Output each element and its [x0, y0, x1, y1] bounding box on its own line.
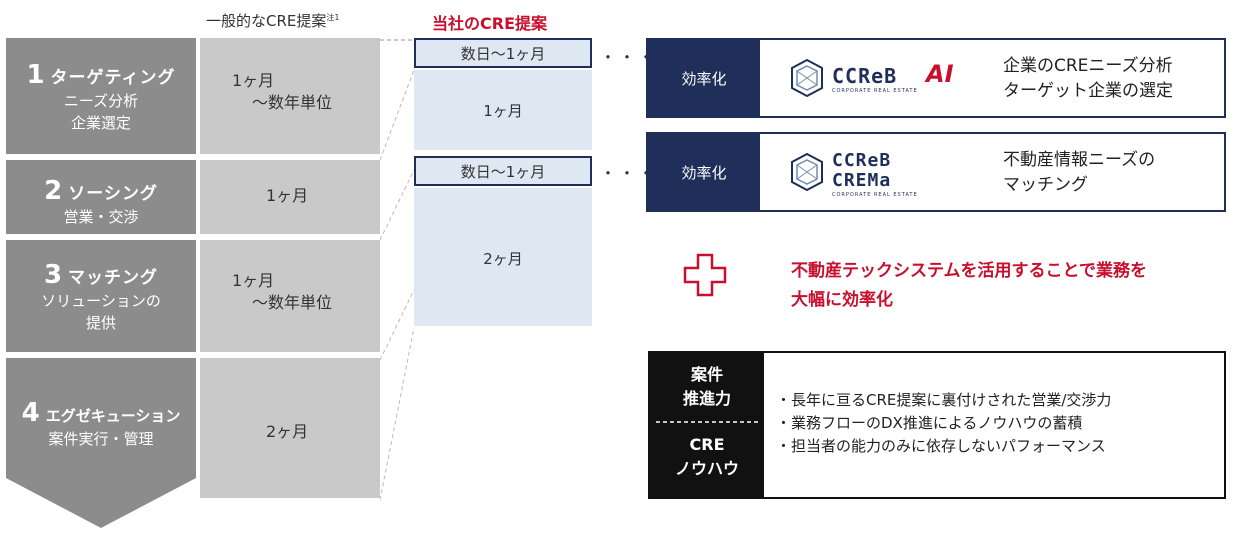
- typical-header: 一般的なCRE提案注1: [206, 10, 339, 31]
- dots-1: ・・・: [600, 48, 658, 67]
- strength-top: 案件 推進力: [650, 353, 764, 411]
- efficiency-statement: 不動産テックシステムを活用することで業務を 大幅に効率化: [791, 257, 1147, 315]
- logo-text: CCReB: [832, 150, 892, 171]
- logo-tagline: CORPORATE REAL ESTATE: [832, 192, 918, 198]
- strength-label-line: 推進力: [682, 389, 731, 408]
- efficiency-line: 大幅に効率化: [791, 290, 893, 310]
- logo-tagline: CORPORATE REAL ESTATE: [832, 88, 918, 94]
- step-sub: 提供: [85, 314, 116, 332]
- panel-desc-line: マッチング: [1003, 175, 1088, 195]
- step-execution: 4 エグゼキューション 案件実行・管理: [6, 358, 196, 478]
- panel-ccreb-crema: 効率化 CCReB CREMa CORPORATE REAL ESTATE 不動…: [646, 132, 1226, 212]
- ours-duration: 2ヶ月: [483, 250, 523, 268]
- typical-duration: 2ヶ月: [266, 422, 309, 441]
- step-sourcing: 2 ソーシング 営業・交渉: [6, 160, 196, 234]
- dots-2: ・・・: [600, 164, 658, 183]
- typical-box-1: 1ヶ月 ～数年単位: [200, 38, 380, 154]
- strength-item: ・長年に亘るCRE提案に裏付けされた営業/交渉力: [776, 391, 1112, 409]
- typical-duration: ～数年単位: [252, 293, 333, 312]
- typical-duration: 1ヶ月: [232, 71, 275, 90]
- step-sub: 営業・交渉: [63, 208, 139, 226]
- typical-box-4: 2ヶ月: [200, 358, 380, 498]
- typical-box-2: 1ヶ月: [200, 160, 380, 234]
- ours-box-2-outlined: 数日～1ヶ月: [414, 156, 592, 186]
- strength-label-line: CRE: [689, 435, 725, 454]
- step-number: 3: [43, 260, 63, 290]
- panel-desc-line: ターゲット企業の選定: [1003, 81, 1173, 101]
- cube-logo-icon: [791, 152, 823, 192]
- ours-box-2-fill: 2ヶ月: [414, 188, 592, 326]
- panel-description: 不動産情報ニーズの マッチング: [1003, 148, 1155, 198]
- step-targeting: 1 ターゲティング ニーズ分析 企業選定: [6, 38, 196, 154]
- typical-header-label: 一般的なCRE提案: [206, 12, 327, 30]
- step-sub: ニーズ分析: [63, 92, 139, 110]
- strengths-list: ・長年に亘るCRE提案に裏付けされた営業/交渉力 ・業務フローのDX推進によるノ…: [776, 389, 1111, 458]
- strength-divider: [656, 421, 758, 423]
- panel-desc-line: 不動産情報ニーズの: [1003, 150, 1156, 170]
- strength-item: ・業務フローのDX推進によるノウハウの蓄積: [776, 414, 1083, 432]
- step-number: 2: [44, 176, 63, 206]
- efficiency-line: 不動産テックシステムを活用することで業務を: [791, 261, 1147, 281]
- cube-logo-icon: [791, 58, 823, 98]
- step-name: エグゼキューション: [45, 407, 181, 425]
- step-name: ターゲティング: [50, 68, 176, 88]
- strengths-box: 案件 推進力 CRE ノウハウ ・長年に亘るCRE提案に裏付けされた営業/交渉力…: [648, 351, 1226, 499]
- step-sub: 案件実行・管理: [48, 430, 154, 448]
- panel-desc-line: 企業のCREニーズ分析: [1003, 56, 1173, 76]
- step-number: 4: [21, 398, 40, 428]
- logo-text: CCReB: [832, 64, 898, 88]
- plus-icon: [683, 253, 727, 297]
- typical-duration: 1ヶ月: [266, 186, 309, 205]
- step-number: 1: [26, 60, 45, 90]
- panel-tag: 効率化: [648, 40, 760, 116]
- logo-text: CREMa: [832, 170, 892, 191]
- panel-ccreb-ai: 効率化 CCReB AI CORPORATE REAL ESTATE 企業のCR…: [646, 38, 1226, 118]
- ours-header: 当社のCRE提案: [432, 14, 547, 33]
- logo-ai: AI: [926, 60, 954, 88]
- ccreb-ai-logo: CCReB AI CORPORATE REAL ESTATE: [790, 54, 980, 104]
- panel-tag: 効率化: [648, 134, 760, 210]
- process-arrow-tip: [6, 478, 196, 528]
- panel-description: 企業のCREニーズ分析 ターゲット企業の選定: [1003, 54, 1173, 104]
- step-sub: 企業選定: [70, 114, 131, 132]
- ccreb-crema-logo: CCReB CREMa CORPORATE REAL ESTATE: [790, 146, 980, 200]
- ours-box-1-fill: 1ヶ月: [414, 70, 592, 150]
- step-name: ソーシング: [68, 184, 158, 204]
- typical-duration: 1ヶ月: [232, 271, 275, 290]
- strength-label-line: ノウハウ: [674, 459, 739, 478]
- step-name: マッチング: [68, 268, 159, 288]
- strengths-label: 案件 推進力 CRE ノウハウ: [650, 353, 764, 497]
- step-sub: ソリューションの: [41, 292, 161, 310]
- strength-label-line: 案件: [690, 365, 723, 384]
- strength-bottom: CRE ノウハウ: [650, 427, 764, 481]
- typical-duration: ～数年単位: [252, 93, 333, 112]
- connector-lines: [380, 69, 415, 500]
- step-matching: 3 マッチング ソリューションの 提供: [6, 240, 196, 352]
- typical-box-3: 1ヶ月 ～数年単位: [200, 240, 380, 352]
- typical-header-note: 注1: [326, 13, 340, 22]
- ours-box-1-outlined: 数日～1ヶ月: [414, 38, 592, 68]
- strength-item: ・担当者の能力のみに依存しないパフォーマンス: [776, 437, 1106, 455]
- header-dashed-line: [380, 39, 414, 41]
